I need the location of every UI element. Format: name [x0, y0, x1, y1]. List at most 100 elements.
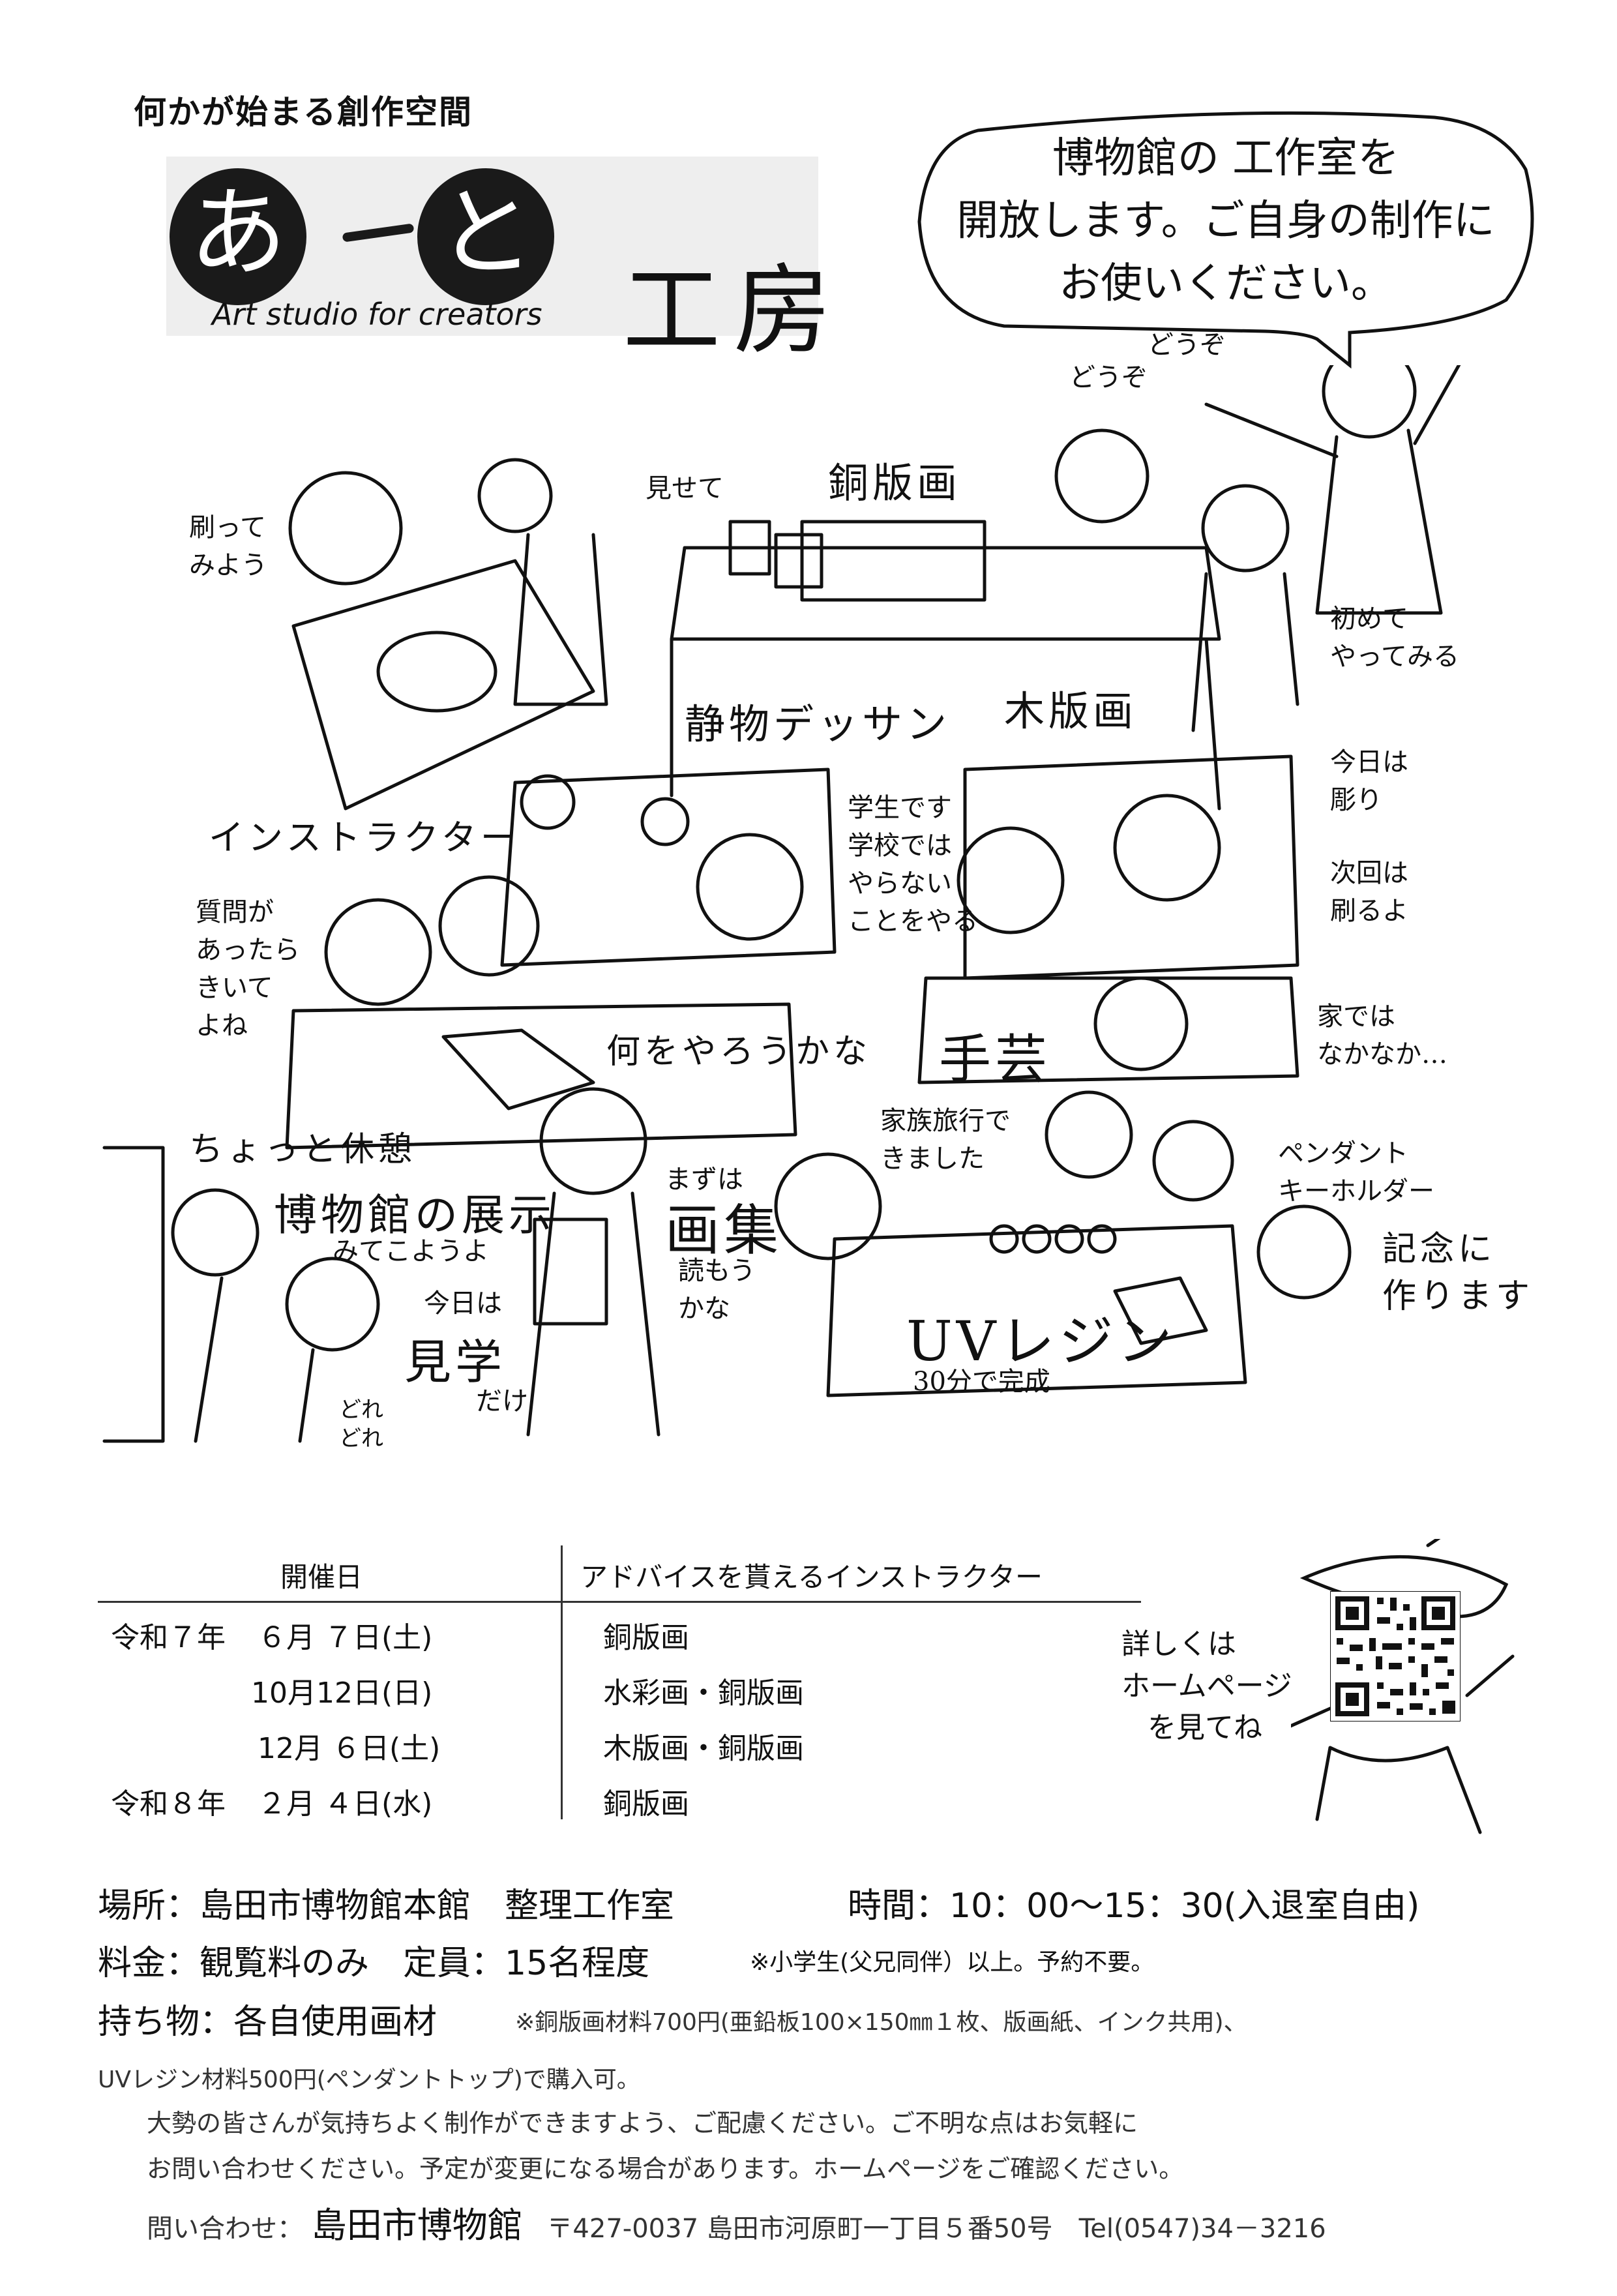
label-kinen: 記念に作ります — [1382, 1230, 1534, 1316]
label-nani-wo: 何をやろうかな — [606, 1032, 872, 1071]
crafter-head — [1093, 976, 1189, 1071]
still-life-bowl — [520, 774, 576, 830]
visitor-head-2 — [285, 1257, 380, 1352]
tagline: 何かが始まる創作空間 — [134, 93, 473, 131]
curly-head — [774, 1152, 882, 1260]
label-misete: 見せて — [645, 473, 724, 503]
student-head-2 — [1113, 794, 1221, 902]
still-life-fruit — [640, 797, 690, 846]
label-kyouwa: 今日は — [424, 1289, 502, 1319]
still-life-desk — [500, 768, 837, 967]
qr-character — [1291, 1539, 1515, 1834]
label-ie-dewa: 家ではなかなか… — [1317, 1002, 1447, 1069]
contact-address: 〒427-0037 島田市河原町一丁目５番50号 Tel(0547)34－321… — [546, 2214, 1326, 2244]
resin-kid-head-2 — [1152, 1120, 1234, 1202]
schedule-row-1-era: 令和７年 — [111, 1621, 226, 1654]
visitor-head-1 — [171, 1188, 260, 1277]
label-kyouwa-horu: 今日は彫り — [1330, 747, 1408, 815]
contact-line: 問い合わせ： 島田市博物館 〒427-0037 島田市河原町一丁目５番50号 T… — [147, 2196, 1326, 2248]
resin-kid-head-1 — [1045, 1090, 1133, 1179]
info-place: 場所：島田市博物館本館 整理工作室 — [98, 1886, 675, 1926]
beginner-body — [1191, 572, 1299, 732]
drawer-head — [696, 833, 804, 941]
label-dobanga: 銅版画 — [828, 459, 962, 507]
info-time: 時間：10：00～15：30(入退室自由) — [848, 1886, 1420, 1926]
label-mokuhanga: 木版画 — [1004, 687, 1138, 735]
contact-label: 問い合わせ： — [147, 2214, 303, 2244]
bubble-line-3: お使いください。 — [1059, 260, 1393, 308]
resin-drop-4 — [1087, 1224, 1117, 1254]
label-hakubutsukan-tenji: 博物館の展示 — [274, 1190, 556, 1240]
cap-person-body — [526, 1191, 660, 1437]
label-yomou: 読もうかな — [678, 1256, 756, 1324]
printer-head — [1054, 428, 1150, 524]
etching-plate — [800, 520, 987, 602]
label-uv-resin: UVレジン — [906, 1309, 1176, 1373]
label-mazuwa: まずは — [665, 1165, 743, 1195]
instructor-person-head — [324, 898, 432, 1006]
schedule-row-4-era: 令和８年 — [111, 1787, 226, 1821]
qr-note: 詳しくはホームページを見てね — [1121, 1628, 1292, 1744]
schedule-row-1-instructor: 銅版画 — [603, 1621, 689, 1654]
uv-lamp — [1113, 1276, 1208, 1345]
info-materials-note: ※銅版画材料700円(亜鉛板100×150㎜１枚、版画紙、インク共用)、 — [515, 2009, 1247, 2036]
label-kengaku: 見学 — [404, 1335, 507, 1390]
label-dake: だけ — [476, 1386, 528, 1416]
label-suritte: 刷ってみよう — [189, 513, 267, 580]
label-jikai-suru: 次回は刷るよ — [1330, 858, 1408, 926]
greeter-head — [1322, 365, 1417, 439]
resin-drop-1 — [989, 1224, 1019, 1254]
greeter-arm — [1204, 365, 1461, 458]
label-shugei: 手芸 — [939, 1029, 1051, 1090]
label-sanjuppun: 30分で完成 — [913, 1367, 1050, 1397]
info-fee: 料金：観覧料のみ 定員：15名程度 — [98, 1944, 650, 1983]
label-shitsumon: 質問があったら きいてよね — [196, 897, 300, 1041]
speech-bubble — [917, 111, 1534, 369]
logo-char-to: と — [417, 168, 554, 305]
schedule-divider — [561, 1545, 563, 1819]
bubble-line-1: 博物館の 工作室を — [1052, 134, 1400, 183]
press-person-head — [288, 471, 403, 586]
schedule-row-1-date: ６月 ７日(土) — [258, 1621, 433, 1654]
info-fee-note: ※小学生(父兄同伴）以上。予約不要。 — [750, 1949, 1155, 1976]
label-mitekoyou: みてこようよ — [333, 1236, 489, 1266]
bubble-text: 博物館の 工作室を 開放します。ご自身の制作に お使いください。 — [926, 127, 1526, 315]
qr-code[interactable] — [1330, 1591, 1461, 1722]
schedule-header-rule — [98, 1601, 1141, 1603]
woodblock-table — [963, 754, 1299, 980]
cap-person-head — [539, 1087, 647, 1195]
label-kazoku: 家族旅行できました — [880, 1106, 1011, 1174]
logo-kobo: 工房 — [623, 254, 845, 368]
label-seibutsu: 静物デッサン — [685, 700, 951, 748]
label-instructor: インストラクター — [209, 817, 520, 858]
logo-subtitle: Art studio for creators — [212, 297, 542, 332]
schedule-row-3-date: 12月 ６日(土) — [258, 1732, 441, 1765]
label-pendant: ペンダントキーホルダー — [1278, 1139, 1434, 1206]
schedule-row-4-instructor: 銅版画 — [603, 1787, 689, 1821]
schedule-row-4-date: ２月 ４日(水) — [258, 1787, 433, 1821]
jar-2 — [774, 533, 823, 589]
visitor-body — [194, 1276, 315, 1443]
info-materials: 持ち物：各自使用画材 — [98, 2003, 438, 2042]
label-dore: どれどれ — [339, 1397, 383, 1452]
instructor-desk — [285, 1002, 797, 1150]
student-head-1 — [957, 826, 1065, 934]
studio-illustration — [102, 365, 1461, 1443]
schedule-col-date-header: 開催日 — [280, 1561, 363, 1593]
contact-name: 島田市博物館 — [311, 2205, 523, 2246]
resin-drop-3 — [1054, 1224, 1084, 1254]
douzo-text-2: どうぞ — [1069, 363, 1148, 393]
label-hajimete: 初めてやってみる — [1330, 604, 1459, 672]
uv-resin-table — [826, 1224, 1247, 1397]
press-frame — [291, 559, 595, 811]
watcher-body — [513, 533, 608, 706]
info-paragraph-1: 大勢の皆さんが気持ちよく制作ができますよう、ご配慮ください。ご不明な点はお気軽に — [147, 2109, 1138, 2138]
douzo-text-1: どうぞ — [1148, 330, 1226, 360]
door — [102, 1146, 165, 1443]
craft-table — [917, 976, 1299, 1084]
press-roller — [376, 631, 497, 713]
schedule-row-2-instructor: 水彩画・銅版画 — [603, 1677, 804, 1710]
info-materials-note-2: UVレジン材料500円(ペンダントトップ)で購入可。 — [98, 2066, 640, 2093]
schedule-row-3-instructor: 木版画・銅版画 — [603, 1732, 804, 1765]
instructor-head — [438, 875, 540, 977]
